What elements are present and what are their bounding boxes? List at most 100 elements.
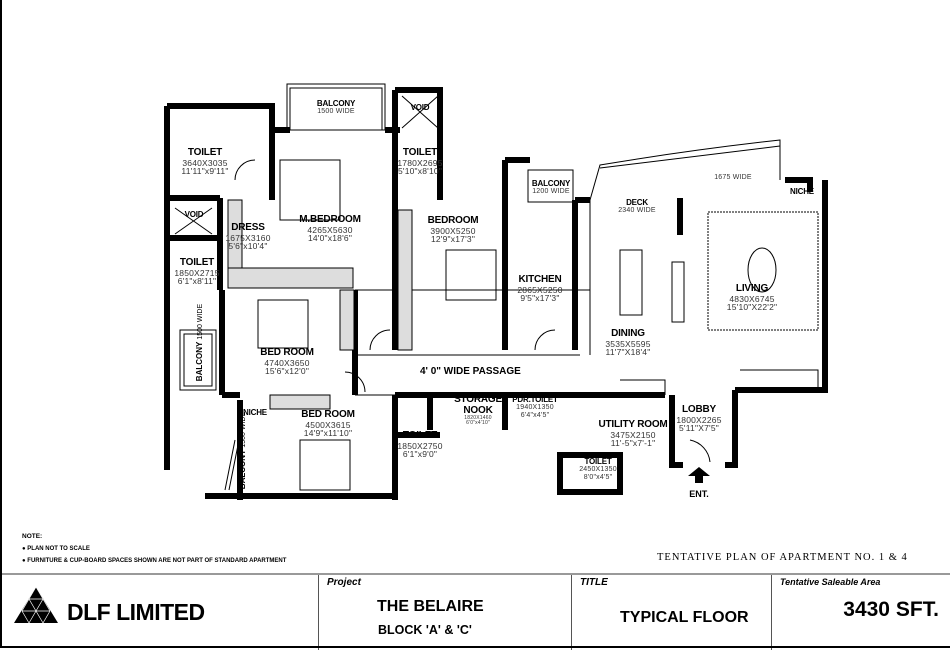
room-metric: 8'0"x4'5" <box>583 473 613 481</box>
company-name: DLF LIMITED <box>67 599 205 625</box>
room-label-pdr-toilet: PDR.TOILET 1940X1350 6'4"x4'5" <box>512 395 558 419</box>
room-dims: 1675X3160 <box>225 232 271 243</box>
room-dims: 1500 WIDE <box>317 108 355 116</box>
passage-label: 4' 0" WIDE PASSAGE <box>420 366 521 377</box>
thin-lines <box>174 83 819 491</box>
area-caption: Tentative Saleable Area <box>780 577 881 587</box>
room-metric: 6'1"x8'11" <box>177 276 217 287</box>
room-name: TOILET <box>584 457 612 466</box>
room-name: DECK <box>626 198 648 207</box>
area-cell: Tentative Saleable Area 3430 SFT. <box>771 575 950 650</box>
room-metric: 15'6"x12'0" <box>264 366 310 377</box>
room-name: NICHE <box>243 408 267 417</box>
title-caption: TITLE <box>580 577 608 588</box>
note-item: ● FURNITURE & CUP-BOARD SPACES SHOWN ARE… <box>22 558 287 564</box>
room-name: DRESS <box>231 222 265 233</box>
room-dims: 3475X2150 <box>610 429 656 440</box>
room-dims: 4500X3615 <box>305 419 351 430</box>
door-swings <box>234 159 711 463</box>
bottom-border <box>0 646 950 648</box>
room-metric: 5'10"x8'10" <box>397 166 443 177</box>
title-cell: TITLE TYPICAL FLOOR <box>571 575 772 650</box>
room-name: BALCONY <box>237 449 247 490</box>
room-dims: 4265X5630 <box>307 224 353 235</box>
entrance-label: ENT. <box>689 489 709 499</box>
title-value: TYPICAL FLOOR <box>620 609 749 626</box>
note-text: FURNITURE & CUP-BOARD SPACES SHOWN ARE N… <box>27 558 287 564</box>
room-label-living: LIVING 4830X6745 15'10"X22'2" <box>727 283 777 312</box>
room-metric: 11'11"x9'11" <box>181 166 229 177</box>
room-dims: 1780X2695 <box>397 157 443 168</box>
room-label-toilet-bedroom: TOILET 1780X2695 5'10"x8'10" <box>397 147 443 177</box>
room-label-balcony-west: BALCONY 1500 WIDE <box>194 304 204 382</box>
room-label-void-left: VOID <box>184 210 204 219</box>
room-dims: 1500 WIDE <box>239 411 247 448</box>
project-name: THE BELAIRE <box>377 598 484 615</box>
company-cell: DLF LIMITED <box>2 575 318 650</box>
room-name: LIVING <box>735 283 769 294</box>
room-name: BALCONY <box>316 99 356 108</box>
project-cell: Project THE BELAIRE BLOCK 'A' & 'C' <box>318 575 572 650</box>
project-caption: Project <box>327 577 361 588</box>
room-name: BALCONY <box>194 341 204 382</box>
room-name: TOILET <box>179 257 215 268</box>
room-dims: 2450X1350 <box>579 466 617 474</box>
room-metric: 6'4"x4'5" <box>520 411 550 419</box>
room-label-master-bedroom: M.BEDROOM 4265X5630 14'0"x18'6" <box>299 214 361 244</box>
room-label-toilet-master: TOILET 3640X3035 11'11"x9'11" <box>181 147 229 177</box>
room-name: DINING <box>611 328 645 339</box>
room-dims: 1850X2715 <box>174 267 220 278</box>
room-name: TOILET <box>402 147 438 158</box>
room-dims: 4740X3650 <box>264 357 310 368</box>
plan-caption: TENTATIVE PLAN OF APARTMENT NO. 1 & 4 <box>657 552 908 563</box>
room-metric: 6'1"x9'0" <box>402 449 438 460</box>
note-text: PLAN NOT TO SCALE <box>27 546 90 552</box>
room-name: VOID <box>410 103 430 112</box>
room-name: BALCONY <box>531 179 571 188</box>
room-label-toilet-left: TOILET 1850X2715 6'1"x8'11" <box>174 257 220 287</box>
room-name: M.BEDROOM <box>299 214 361 225</box>
room-dims: 1500 WIDE <box>196 303 204 340</box>
room-dims: 1820X1460 <box>464 415 492 421</box>
room-label-niche-living: NICHE <box>790 187 814 196</box>
room-name: KITCHEN <box>518 274 562 285</box>
room-metric: 12'9"x17'3" <box>430 234 476 245</box>
room-dims: 3900X5250 <box>430 225 476 236</box>
room-label-balcony-southwest: BALCONY 1500 WIDE <box>237 412 247 490</box>
room-name: PDR.TOILET <box>512 395 558 404</box>
room-name: TOILET <box>402 430 438 441</box>
area-value: 3430 SFT. <box>843 598 939 621</box>
room-label-balcony-kitchen: BALCONY 1200 WIDE <box>531 179 571 196</box>
wardrobes <box>227 199 413 410</box>
room-dims: 3535X5595 <box>605 338 651 349</box>
room-name: VOID <box>184 210 204 219</box>
room-metric: 5'6"x10'4" <box>228 241 268 252</box>
room-label-toilet-utility: TOILET 2450X1350 8'0"x4'5" <box>579 457 617 481</box>
room-label-bedroom-south: BED ROOM 4500X3615 14'9"x11'10" <box>301 409 355 439</box>
notes-heading: NOTE: <box>22 533 43 540</box>
room-name: LOBBY <box>681 404 717 415</box>
room-label-storage-nook: STORAGE NOOK 1820X1460 6'0"x4'10" <box>452 394 504 427</box>
room-dims: 2340 WIDE <box>618 207 656 215</box>
note-item: ● PLAN NOT TO SCALE <box>22 546 90 552</box>
room-dims: 2865X5250 <box>517 284 563 295</box>
room-metric: 5'11"X7'5" <box>679 423 719 434</box>
room-dims: 1850X2750 <box>397 440 443 451</box>
room-metric: 14'9"x11'10" <box>303 428 353 439</box>
arrow-up-icon <box>688 467 710 483</box>
room-label-balcony-top: BALCONY 1500 WIDE <box>316 99 356 116</box>
room-metric: 11'7"X18'4" <box>605 347 651 358</box>
room-dims: 3640X3035 <box>182 157 228 168</box>
room-label-dining: DINING 3535X5595 11'7"X18'4" <box>605 328 651 358</box>
room-label-deck-width: 1675 WIDE <box>714 174 752 181</box>
room-metric: 6'0"x4'10" <box>466 420 490 427</box>
room-label-lobby: LOBBY 1800X2265 5'11"X7'5" <box>676 404 722 434</box>
room-label-utility-room: UTILITY ROOM 3475X2150 11'-5"x7'-1" <box>598 419 667 448</box>
room-label-deck: DECK 2340 WIDE <box>618 198 656 215</box>
room-dims: 1800X2265 <box>676 414 722 425</box>
room-metric: 14'0"x18'6" <box>307 233 353 244</box>
room-label-dress: DRESS 1675X3160 5'6"x10'4" <box>225 222 271 252</box>
room-name: BED ROOM <box>301 409 355 420</box>
room-dims: 1200 WIDE <box>532 188 570 196</box>
room-label-toilet-south: TOILET 1850X2750 6'1"x9'0" <box>397 430 443 460</box>
